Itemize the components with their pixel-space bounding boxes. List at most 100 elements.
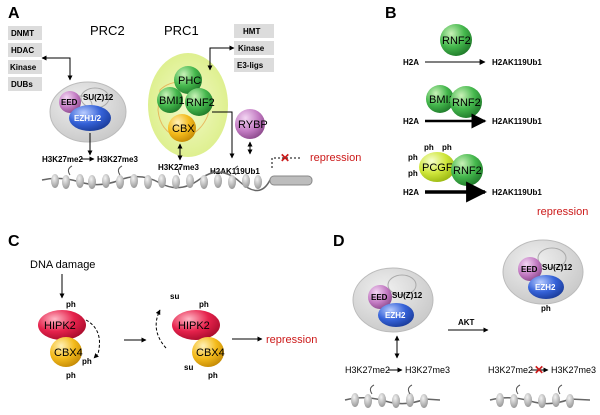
panel-letter-b: B <box>385 5 397 22</box>
chromatin-d-left <box>344 384 441 408</box>
phc-label: PHC <box>178 75 201 87</box>
gene-body <box>269 175 313 186</box>
ph-c5: ph <box>208 371 218 380</box>
bmi1-row2-label: BMI1 <box>429 94 455 106</box>
phc-subunit <box>174 66 202 94</box>
box-dnmt: DNMT <box>11 29 34 38</box>
h2ak119ub1-row3: H2AK119Ub1 <box>492 188 542 197</box>
rnf2-row3-label: RNF2 <box>453 165 482 177</box>
prc1-partner-boxes: HMT Kinase E3-ligs <box>234 24 274 72</box>
rnf2-subunit <box>185 88 213 116</box>
ph-d: ph <box>541 304 551 313</box>
hipk2-right <box>172 310 220 340</box>
h2a-row1: H2A <box>403 58 419 67</box>
box-kinase-prc2: Kinase <box>10 63 37 72</box>
rybp-subunit <box>235 109 265 139</box>
h3k27me2-a: H3K27me2 <box>42 155 83 164</box>
chromatin-d-right <box>489 384 591 408</box>
dashed-loop-left <box>85 319 100 359</box>
panel-letter-c: C <box>8 233 20 250</box>
block-cross-d: ✕ <box>534 363 544 377</box>
repression-dashed-arrow <box>271 157 300 168</box>
suz12-d-left-label: SU(Z)12 <box>392 291 423 300</box>
eed-subunit <box>59 91 81 113</box>
rnf2-to-h2a-arrow <box>212 111 235 159</box>
akt-label: AKT <box>458 318 475 327</box>
suz12-d-right-label: SU(Z)12 <box>542 263 573 272</box>
ph-b2: ph <box>442 143 452 152</box>
panel-d: D EED SU(Z)12 EZH2 H3K27me2 H3K27me3 AKT… <box>333 233 596 408</box>
h3k27me3-b: H3K27me3 <box>158 163 199 172</box>
repression-a: repression <box>310 152 361 164</box>
su-c2: su <box>184 363 193 372</box>
hipk2-left <box>38 310 86 340</box>
ezh2-d-left <box>378 303 414 327</box>
ph-c2: ph <box>82 357 92 366</box>
box-kinase-prc1: Kinase <box>238 44 265 53</box>
h2ak119ub1-row1: H2AK119Ub1 <box>492 58 542 67</box>
dashed-loop-right <box>155 309 167 349</box>
h2a-row3: H2A <box>403 188 419 197</box>
pcgf2-row3 <box>419 152 455 182</box>
su-c1: su <box>170 292 179 301</box>
bmi1-label: BMI1 <box>159 95 185 107</box>
ph-c4: ph <box>199 300 209 309</box>
ezh-subunit <box>69 105 111 131</box>
nucleosome-row-a <box>51 174 262 189</box>
prc2-complex: EED SU(Z)12 EZH1/2 <box>49 81 127 143</box>
prc2-complex-d-left: EED SU(Z)12 EZH2 <box>352 267 434 333</box>
rnf2-row1 <box>440 24 472 56</box>
prc1-title: PRC1 <box>164 23 199 38</box>
eed-d-left-label: EED <box>371 293 388 302</box>
pcgf2-row3-label: PCGF2 <box>422 162 459 174</box>
rnf2-row2 <box>450 86 482 118</box>
cbx-label: CBX <box>172 123 195 135</box>
prc2-partner-boxes: DNMT HDAC Kinase DUBs <box>8 26 42 91</box>
h2a-row2: H2A <box>403 117 419 126</box>
eed-d-right-label: EED <box>521 265 538 274</box>
eed-d-right <box>518 257 542 281</box>
bmi1-subunit <box>157 87 183 113</box>
cbx4-left <box>50 337 82 367</box>
rybp-label: RYBP <box>238 119 268 131</box>
cbx4-right <box>192 337 224 367</box>
ph-b3: ph <box>408 153 418 162</box>
panel-letter-d: D <box>333 233 345 250</box>
ph-c1: ph <box>66 300 76 309</box>
prc1-partner-connector <box>207 45 235 71</box>
box-hdac: HDAC <box>11 46 34 55</box>
panel-c: C DNA damage ph HIPK2 CBX4 ph ph su ph H… <box>8 233 317 380</box>
prc2-partner-connector <box>41 55 73 81</box>
ezh2-d-left-label: EZH2 <box>385 311 406 320</box>
dna-damage-label: DNA damage <box>30 259 95 271</box>
ph-b1: ph <box>424 143 434 152</box>
cbx4-right-label: CBX4 <box>196 347 225 359</box>
ph-c3: ph <box>66 371 76 380</box>
panel-b: B RNF2 H2A H2AK119Ub1 BMI1 RNF2 H2A H2AK… <box>385 5 588 218</box>
ezh-label: EZH1/2 <box>74 114 102 123</box>
h3k27me3-a: H3K27me3 <box>97 155 138 164</box>
chromatin-a <box>41 165 313 192</box>
hipk2-right-label: HIPK2 <box>178 320 210 332</box>
rnf2-row1-label: RNF2 <box>442 35 471 47</box>
rnf2-label: RNF2 <box>186 97 215 109</box>
box-dubs: DUBs <box>11 80 33 89</box>
h2ak119ub1-row2: H2AK119Ub1 <box>492 117 542 126</box>
box-hmt: HMT <box>243 27 260 36</box>
block-cross-a: ✕ <box>280 151 290 165</box>
eed-label: EED <box>61 98 78 107</box>
panel-letter-a: A <box>8 5 20 22</box>
box-e3-ligs: E3-ligs <box>237 61 264 70</box>
ezh2-d-right <box>528 275 564 299</box>
rnf2-row2-label: RNF2 <box>452 97 481 109</box>
h3k27me3-d-left: H3K27me3 <box>405 365 450 375</box>
prc1-complex: PHC BMI1 RNF2 CBX <box>157 66 215 142</box>
panel-a: A PRC2 PRC1 DNMT HDAC Kinase DUBs EED SU… <box>8 5 361 192</box>
eed-d-left <box>368 285 392 309</box>
bmi1-row2 <box>426 85 454 113</box>
ph-b4: ph <box>408 169 418 178</box>
h2ak119ub1-a: H2AK119Ub1 <box>210 167 260 176</box>
hipk2-left-label: HIPK2 <box>44 320 76 332</box>
prc2-title: PRC2 <box>90 23 125 38</box>
